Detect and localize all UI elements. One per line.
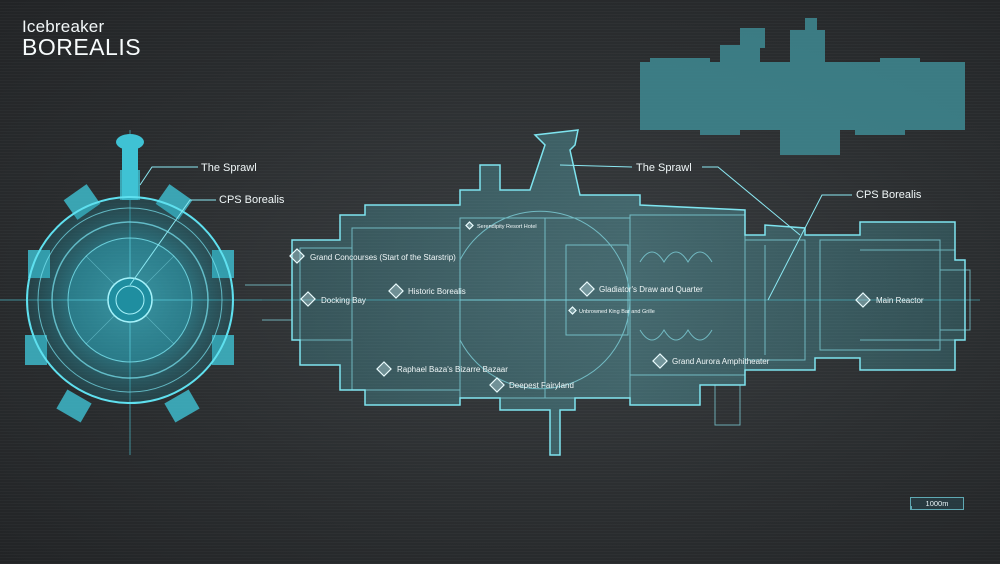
- ship-type-label: Icebreaker: [22, 17, 105, 36]
- ship-side-view: [245, 129, 980, 456]
- location-label-historic-borealis[interactable]: Historic Borealis: [408, 287, 466, 296]
- waypoint-icon[interactable]: [376, 361, 392, 377]
- location-label-grand-aurora[interactable]: Grand Aurora Amphitheater: [672, 357, 770, 366]
- waypoint-icon[interactable]: [579, 281, 595, 297]
- waypoint-icon[interactable]: [300, 291, 316, 307]
- location-label-deepest-fairyland[interactable]: Deepest Fairyland: [509, 381, 574, 390]
- waypoint-icon[interactable]: [652, 353, 668, 369]
- callout-cps-right: CPS Borealis: [856, 189, 922, 201]
- location-markers[interactable]: [289, 221, 871, 393]
- waypoint-icon[interactable]: [289, 248, 305, 264]
- location-label-grand-concourse[interactable]: Grand Concourses (Start of the Starstrip…: [310, 253, 456, 262]
- waypoint-icon[interactable]: [568, 306, 577, 315]
- location-label-gladiators[interactable]: Gladiator's Draw and Quarter: [599, 285, 703, 294]
- location-label-docking-bay[interactable]: Docking Bay: [321, 296, 366, 305]
- location-label-raphael[interactable]: Raphael Baza's Bizarre Bazaar: [397, 365, 508, 374]
- location-label-unbrowned-king[interactable]: Unbrowned King Bar and Grille: [579, 309, 655, 315]
- ship-name-title: BOREALIS: [22, 34, 142, 60]
- ship-front-view: [0, 130, 262, 455]
- callout-sprawl-right: The Sprawl: [636, 162, 692, 174]
- location-label-main-reactor[interactable]: Main Reactor: [876, 296, 924, 305]
- callout-sprawl-left: The Sprawl: [201, 162, 257, 174]
- callout-lines: [129, 164, 852, 301]
- waypoint-icon[interactable]: [489, 377, 505, 393]
- waypoint-icon[interactable]: [465, 221, 474, 230]
- scale-bar: 1000m: [910, 497, 964, 510]
- callout-cps-left: CPS Borealis: [219, 194, 285, 206]
- waypoint-icon[interactable]: [388, 283, 404, 299]
- waypoint-icon[interactable]: [855, 292, 871, 308]
- location-label-serendipity[interactable]: Serendipity Resort Hotel: [477, 224, 537, 230]
- minimap: [640, 18, 965, 155]
